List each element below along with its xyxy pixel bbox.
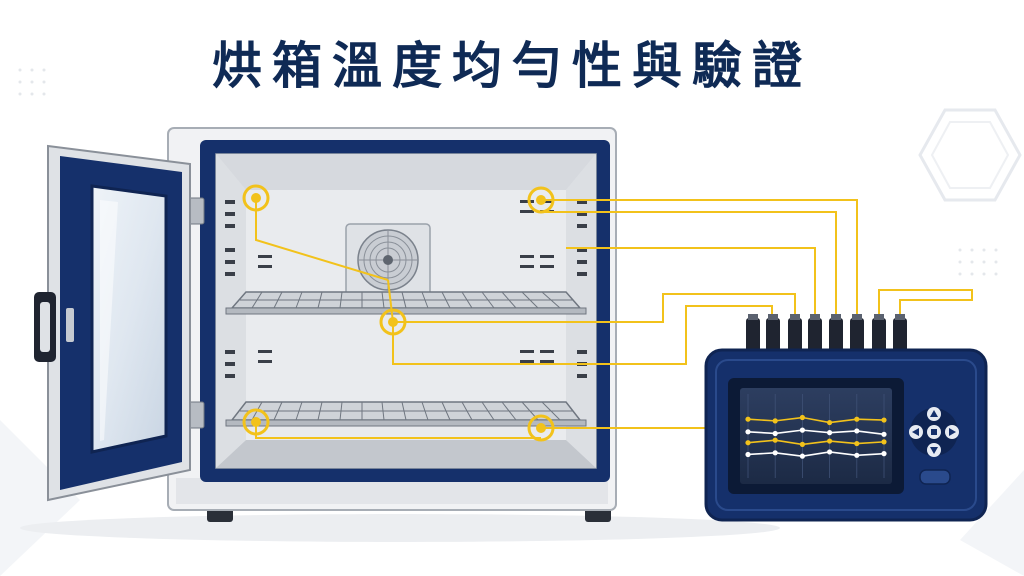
- sensor-cable: [878, 289, 973, 318]
- sensor-icon: [527, 186, 555, 214]
- logger-connectors: [746, 314, 907, 352]
- oven-door[interactable]: [34, 144, 191, 502]
- logger-series-point: [881, 417, 887, 423]
- sensor-cable: [387, 279, 394, 323]
- connector-icon: [766, 314, 780, 352]
- logger-series-point: [854, 452, 860, 458]
- sensor-cable: [392, 305, 773, 365]
- sensor-cable: [566, 247, 816, 318]
- logger-series-point: [745, 440, 751, 446]
- connector-icon: [788, 314, 802, 352]
- logger-series-point: [881, 451, 887, 457]
- logger-series-point: [772, 430, 778, 437]
- logger-series-point: [827, 438, 833, 444]
- page-title: 烘箱溫度均勻性與驗證: [212, 37, 812, 95]
- logger-series-point: [772, 418, 778, 424]
- dpad-icon[interactable]: [909, 407, 959, 457]
- sensor-icon: [379, 308, 407, 336]
- data-logger: [704, 314, 988, 522]
- floor-shadow: [20, 514, 780, 542]
- logger-series-point: [827, 419, 833, 426]
- connector-icon: [829, 314, 843, 352]
- sensor-cable: [255, 198, 389, 281]
- oven: [167, 127, 617, 522]
- sensor-cables: [255, 198, 973, 439]
- logger-series-point: [799, 453, 806, 459]
- logger-series-point: [854, 440, 860, 447]
- logger-series-line: [747, 416, 885, 424]
- connector-icon: [872, 314, 886, 352]
- temperature-sensors: [242, 184, 555, 442]
- logger-series-point: [827, 430, 833, 436]
- logger-series-point: [745, 429, 751, 435]
- sensor-cable: [255, 422, 541, 439]
- logger-trend-chart: [745, 394, 887, 478]
- background-decor: [0, 68, 1024, 576]
- hexagon-decor-icon: [918, 108, 1022, 202]
- logger-series-line: [747, 451, 885, 457]
- logger-series-line: [747, 429, 885, 436]
- logger-series-point: [772, 437, 778, 443]
- logger-series-point: [745, 416, 751, 422]
- logger-series-point: [745, 451, 751, 458]
- logger-series-point: [799, 441, 806, 447]
- logger-series-line: [747, 439, 885, 446]
- door-handle-icon[interactable]: [34, 292, 56, 362]
- sensor-icon: [242, 408, 270, 436]
- sensor-icon: [242, 184, 270, 212]
- lower-shelf: [225, 401, 587, 427]
- connector-icon: [850, 314, 864, 352]
- logger-menu-button[interactable]: [919, 469, 951, 485]
- logger-series-point: [854, 416, 860, 422]
- upper-shelf: [225, 291, 587, 315]
- connector-icon: [746, 314, 760, 352]
- logger-screen: [740, 388, 892, 484]
- sensor-cable: [393, 293, 796, 323]
- logger-series-point: [772, 450, 778, 456]
- sensor-cable: [541, 211, 837, 318]
- logger-series-point: [854, 428, 860, 434]
- sensor-icon: [527, 414, 555, 442]
- sensor-cable: [541, 199, 858, 318]
- logger-series-point: [799, 414, 806, 421]
- logger-series-point: [881, 439, 887, 445]
- connector-icon: [893, 314, 907, 352]
- logger-series-point: [827, 449, 833, 455]
- logger-series-point: [799, 427, 806, 433]
- connector-icon: [808, 314, 822, 352]
- logger-series-point: [881, 431, 887, 437]
